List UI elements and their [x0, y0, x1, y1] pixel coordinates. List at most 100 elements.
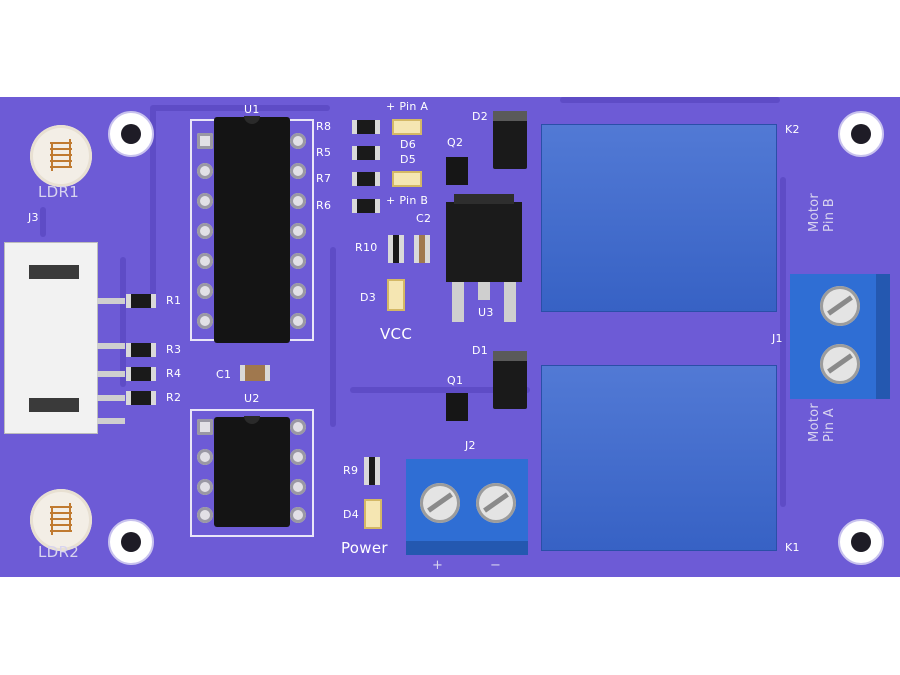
- k2-label: K2: [785, 123, 800, 136]
- trace: [350, 387, 530, 393]
- u2-chip: [214, 416, 290, 527]
- led-d5: [392, 171, 422, 187]
- connector-pin: [97, 371, 125, 377]
- ic-pin: [197, 223, 213, 239]
- terminal-base: [876, 274, 890, 399]
- led-d3: [387, 279, 405, 311]
- ic-pin: [290, 253, 306, 269]
- d4-label: D4: [343, 508, 360, 521]
- resistor-r3: [126, 343, 156, 357]
- resistor-r6: [352, 199, 380, 213]
- mounting-hole: [838, 519, 884, 565]
- transistor-q1: [446, 393, 468, 421]
- minus-label: −: [490, 558, 502, 573]
- ldr2-label: LDR2: [38, 543, 80, 561]
- ic-pin: [197, 419, 213, 435]
- vcc-label: VCC: [380, 325, 413, 343]
- u3-label: U3: [478, 306, 494, 319]
- d3-label: D3: [360, 291, 377, 304]
- led-d6: [392, 119, 422, 135]
- ic-pin: [290, 419, 306, 435]
- screw-icon: [476, 483, 516, 523]
- k1-label: K1: [785, 541, 800, 554]
- motor-pin-b-label: Motor Pin B: [807, 192, 837, 232]
- ic-pin: [197, 313, 213, 329]
- q1-label: Q1: [447, 374, 464, 387]
- motor-label-line2: Pin B: [822, 198, 837, 232]
- ic-pin: [197, 479, 213, 495]
- led-d4: [364, 499, 382, 529]
- trace: [780, 177, 786, 507]
- ic-pin: [197, 133, 213, 149]
- resistor-r9: [364, 457, 380, 485]
- transistor-q2: [446, 157, 468, 185]
- trace: [40, 207, 46, 237]
- trace: [560, 97, 780, 103]
- terminal-base: [406, 541, 528, 555]
- resistor-r2: [126, 391, 156, 405]
- mounting-hole: [108, 111, 154, 157]
- c1-label: C1: [216, 368, 232, 381]
- regulator-lead: [478, 282, 490, 300]
- ic-pin: [290, 133, 306, 149]
- trace: [150, 107, 156, 307]
- connector-pin: [97, 298, 125, 304]
- ic-pin: [197, 449, 213, 465]
- capacitor-c1: [240, 365, 270, 381]
- relay-k1: [541, 365, 777, 551]
- ic-pin: [290, 479, 306, 495]
- connector-pin: [97, 343, 125, 349]
- resistor-r1: [126, 294, 156, 308]
- j1-terminal: [790, 274, 890, 399]
- j2-label: J2: [465, 439, 476, 452]
- regulator-lead: [504, 282, 516, 322]
- connector-latch: [29, 398, 79, 412]
- ic-pin: [290, 507, 306, 523]
- pcb-board: LDR1 LDR2 J3 R1 R3 R4 R2 U1 C1 U2: [0, 97, 900, 577]
- u3-regulator: [446, 194, 522, 282]
- trace: [330, 247, 336, 427]
- ic-pin: [197, 253, 213, 269]
- trace: [150, 105, 330, 111]
- r2-label: R2: [166, 391, 182, 404]
- r9-label: R9: [343, 464, 359, 477]
- j2-terminal: [406, 459, 528, 555]
- plus-label: +: [432, 558, 444, 573]
- ldr-sensor: [30, 125, 92, 187]
- trace: [120, 257, 126, 387]
- ic-pin: [290, 449, 306, 465]
- d2-label: D2: [472, 110, 489, 123]
- u2-outline: [190, 409, 314, 537]
- resistor-r10: [388, 235, 404, 263]
- pin-b-label: + Pin B: [386, 194, 429, 207]
- connector-latch: [29, 265, 79, 279]
- ldr1-label: LDR1: [38, 183, 80, 201]
- mounting-hole: [108, 519, 154, 565]
- power-label: Power: [341, 539, 388, 557]
- ic-pin: [290, 283, 306, 299]
- j1-label: J1: [772, 332, 783, 345]
- r4-label: R4: [166, 367, 182, 380]
- regulator-tab: [454, 194, 514, 204]
- motor-label-line2: Pin A: [822, 408, 837, 442]
- connector-pin: [97, 395, 125, 401]
- pin-a-label: + Pin A: [386, 100, 429, 113]
- resistor-r7: [352, 172, 380, 186]
- d1-label: D1: [472, 344, 489, 357]
- motor-label-line1: Motor: [807, 192, 822, 232]
- r7-label: R7: [316, 172, 332, 185]
- ldr-pattern-icon: [50, 503, 72, 535]
- ic-pin: [290, 313, 306, 329]
- r1-label: R1: [166, 294, 182, 307]
- q2-label: Q2: [447, 136, 464, 149]
- ic-pin: [197, 193, 213, 209]
- r3-label: R3: [166, 343, 182, 356]
- capacitor-c2: [414, 235, 430, 263]
- r5-label: R5: [316, 146, 332, 159]
- ic-pin: [197, 163, 213, 179]
- regulator-lead: [452, 282, 464, 322]
- ic-pin: [290, 223, 306, 239]
- motor-label-line1: Motor: [807, 402, 822, 442]
- d6-label: D6: [400, 138, 417, 151]
- j3-label: J3: [28, 211, 39, 224]
